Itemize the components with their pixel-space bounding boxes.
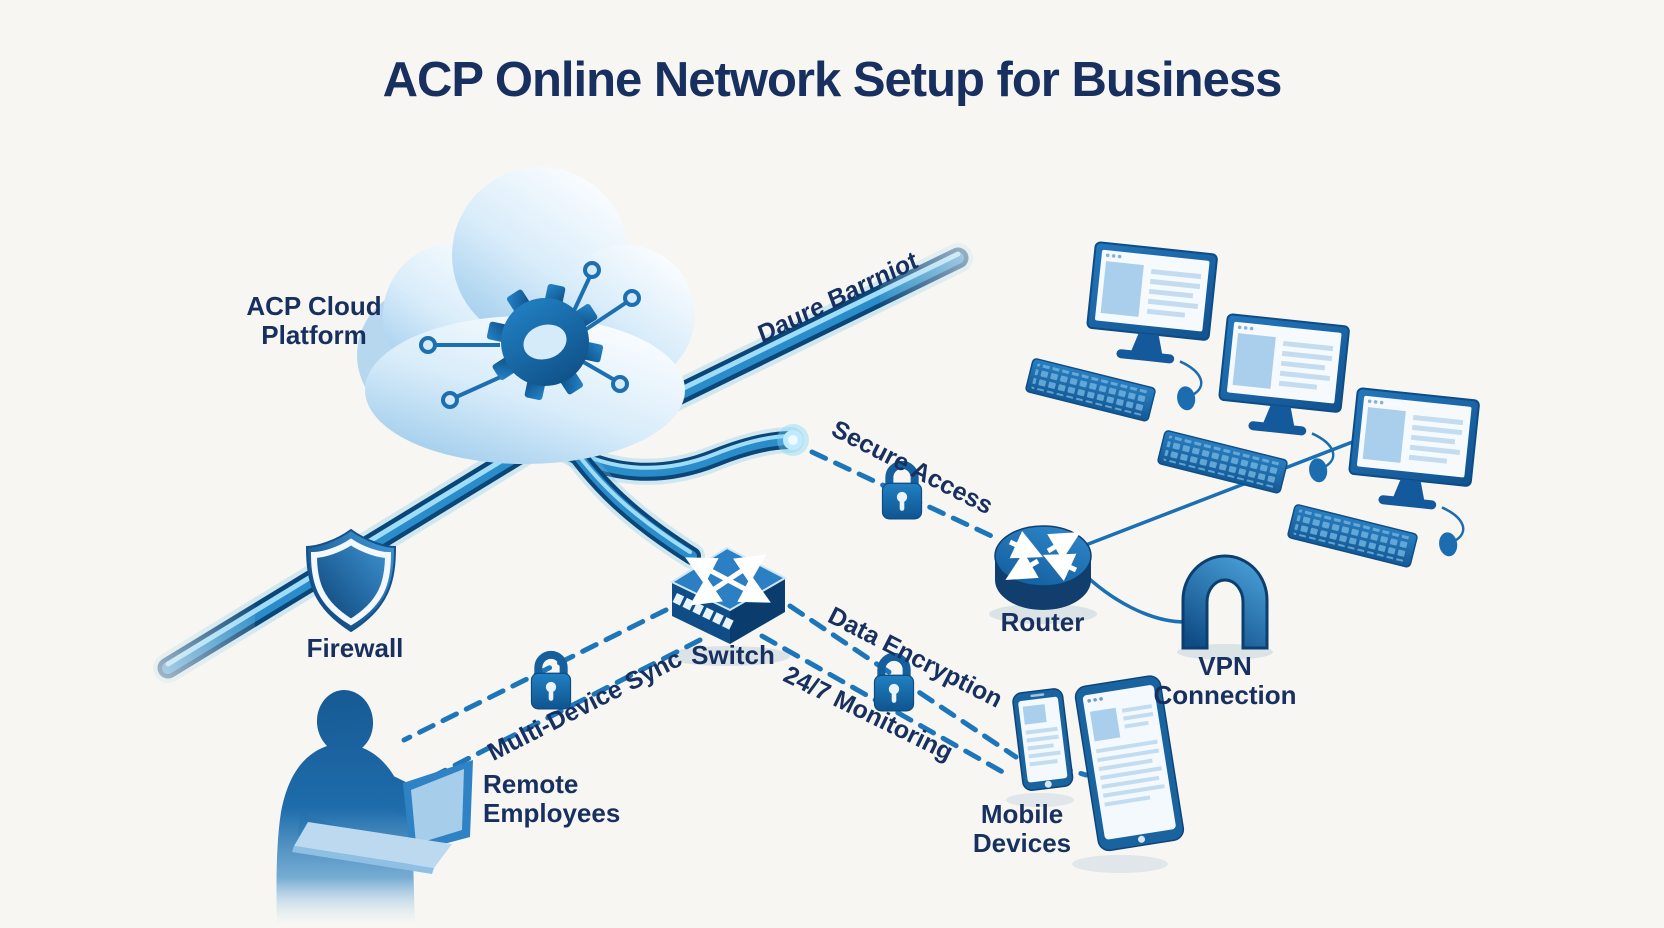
person-head [316,690,374,754]
smartphone-icon [1012,688,1074,791]
pipe-fade-sw [100,595,255,720]
router-arrows [1005,531,1081,581]
router-icon [994,525,1092,610]
cloud-platform-label: ACP Cloud Platform [246,291,382,350]
router-to-workstations-line [1077,434,1369,550]
pipe-fade-ne [880,205,1015,310]
remote-employee-figure [276,690,473,928]
multi-device-link-lower [433,637,703,778]
workstation-1 [1022,235,1219,429]
firewall-shield-icon [305,528,397,633]
cloud-icon [357,167,695,464]
page-title: ACP Online Network Setup for Business [382,53,1283,107]
router-label: Router [1000,607,1085,637]
vpn-tunnel-icon [1181,554,1269,650]
network-node-links [419,261,641,409]
firewall-label: Firewall [306,633,404,663]
laptop-icon [292,760,473,874]
switch-arrows [685,554,771,606]
remote-employees-label: Remote Employees [483,769,621,828]
mobile-devices-label: Mobile Devices [972,799,1072,858]
vpn-label: VPN Connection [1153,651,1297,710]
tablet-icon [1074,675,1185,852]
switch-icon [669,546,788,644]
switch-label: Switch [691,640,775,670]
gear-icon [486,283,604,401]
